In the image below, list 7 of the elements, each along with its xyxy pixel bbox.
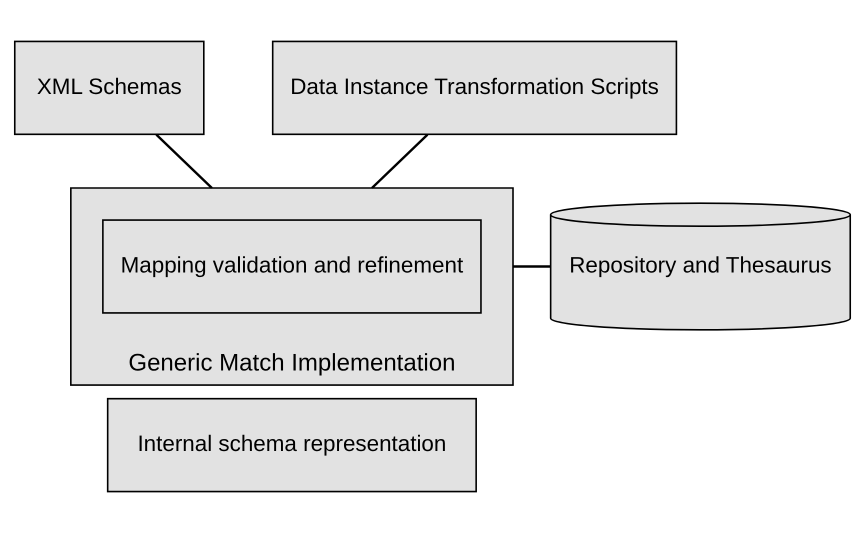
node-box: Data Instance Transformation Scripts: [272, 40, 678, 136]
node-box: Internal schema representation: [106, 398, 477, 492]
connector: [513, 265, 550, 268]
connector: [371, 134, 428, 189]
node-box: XML Schemas: [14, 40, 205, 136]
connector: [155, 134, 213, 189]
node-box: Mapping validation and refinement: [102, 219, 482, 314]
